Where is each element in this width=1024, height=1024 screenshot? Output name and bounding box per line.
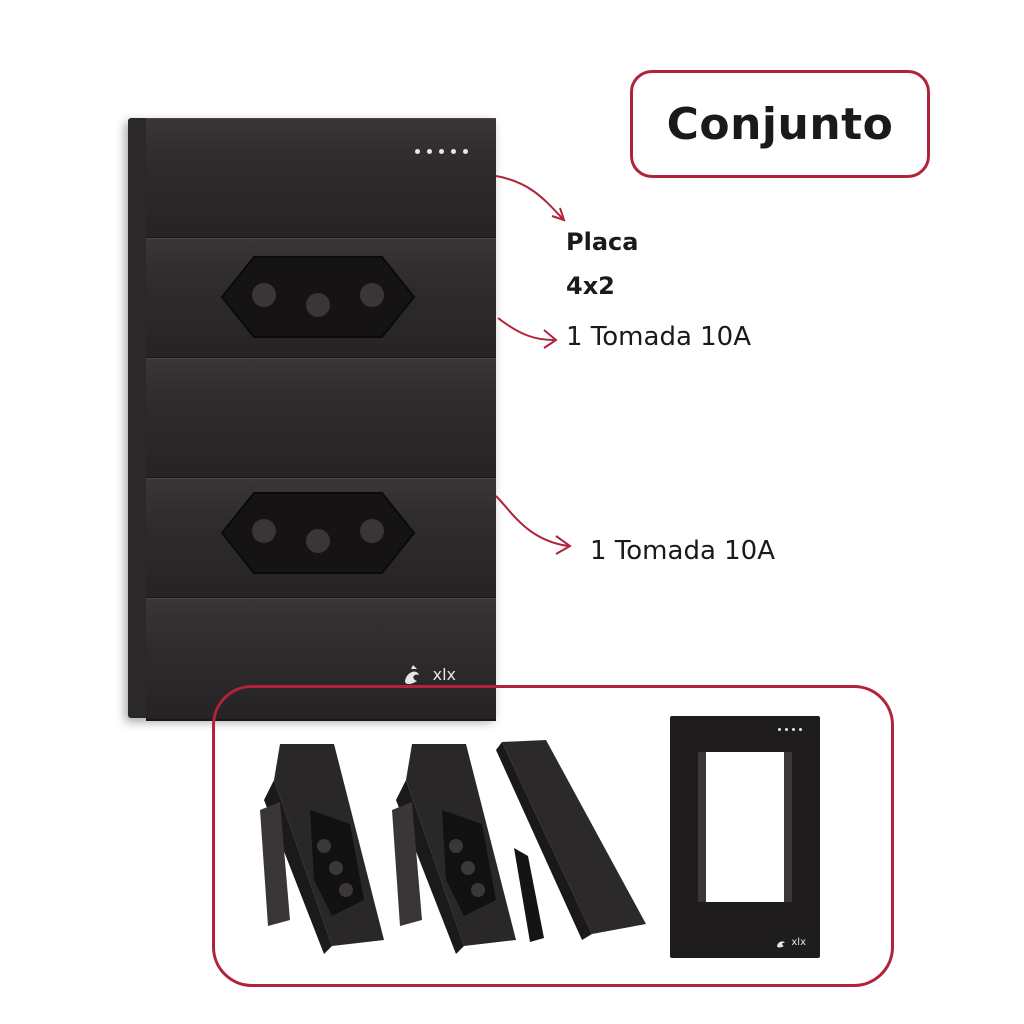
socket-module-2: [146, 478, 496, 599]
blank-cover-part: [496, 740, 646, 942]
led-indicator-icon: [415, 149, 468, 154]
blank-module-bottom: xlx: [146, 598, 496, 721]
title-box: Conjunto: [630, 70, 930, 178]
frame-opening: [698, 752, 792, 902]
product-plate-image: xlx: [128, 118, 496, 721]
brand-logo-small: xlx: [775, 936, 806, 948]
dragon-logo-icon: [404, 665, 419, 684]
blank-module-top: [146, 118, 496, 239]
arrows-graphic: [495, 175, 566, 349]
blank-module-middle: [146, 358, 496, 479]
socket-icon: [220, 256, 416, 338]
led-indicator-icon: [778, 728, 802, 731]
arrow-icon: [495, 495, 569, 547]
arrow-icon: [495, 175, 563, 219]
arrow-graphic-2: [495, 495, 572, 555]
socket-icon: [220, 492, 416, 574]
socket-label-1: 1 Tomada 10A: [566, 322, 752, 352]
placa-label: Placa: [566, 228, 639, 256]
socket-module-1: [146, 238, 496, 359]
brand-name: xlx: [791, 936, 806, 948]
dragon-logo-icon: [777, 941, 786, 948]
socket-module-part-1: [260, 744, 384, 954]
placa-size-label: 4x2: [566, 272, 615, 300]
page-title: Conjunto: [666, 98, 894, 150]
arrow-icon: [497, 317, 555, 341]
socket-module-part-2: [392, 744, 516, 954]
brand-logo: xlx: [399, 661, 456, 687]
socket-label-2: 1 Tomada 10A: [590, 536, 776, 566]
brand-name: xlx: [432, 664, 456, 684]
components-box: [212, 685, 894, 987]
mounting-frame-part: xlx: [670, 716, 820, 958]
